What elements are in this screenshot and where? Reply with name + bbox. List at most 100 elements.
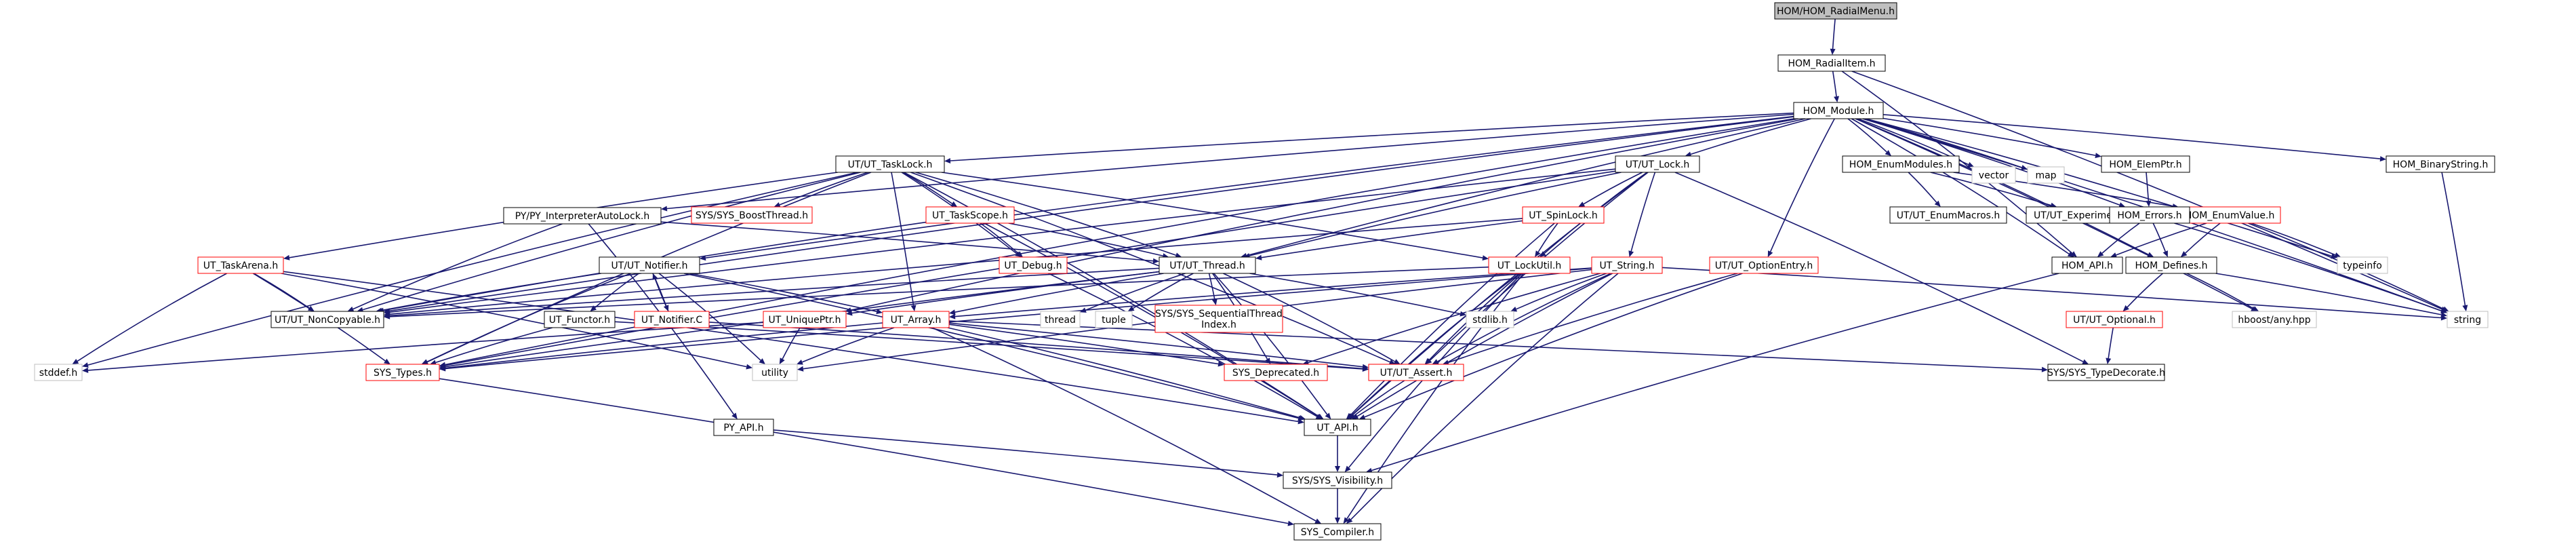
edge-arrowhead xyxy=(1510,307,1518,312)
node-box xyxy=(1224,364,1328,381)
edge-line xyxy=(2174,222,2442,312)
node-defines[interactable]: HOM_Defines.h xyxy=(2125,256,2217,274)
node-lockutil[interactable]: UT_LockUtil.h xyxy=(1488,256,1571,274)
node-taskscope[interactable]: UT_TaskScope.h xyxy=(925,206,1015,224)
edge-thread-to-assert xyxy=(1223,273,1401,364)
edge-tasklock-to-boostthread xyxy=(773,172,868,208)
node-map: map xyxy=(2027,166,2065,184)
edge-arrowhead xyxy=(1315,414,1323,419)
node-label: HOM_Errors.h xyxy=(2117,210,2181,221)
node-label: SYS_Compiler.h xyxy=(1301,527,1374,538)
node-uniqueptr[interactable]: UT_UniquePtr.h xyxy=(763,311,847,328)
node-optional[interactable]: UT/UT_Optional.h xyxy=(2066,311,2163,328)
node-visibility[interactable]: SYS/SYS_Visibility.h xyxy=(1283,471,1392,489)
node-errors[interactable]: HOM_Errors.h xyxy=(2109,206,2190,224)
node-lock[interactable]: UT/UT_Lock.h xyxy=(1615,155,1700,173)
edge-taskarena-to-utapi xyxy=(283,271,1304,425)
node-tasklock[interactable]: UT/UT_TaskLock.h xyxy=(835,155,945,173)
node-pyapi[interactable]: PY_API.h xyxy=(713,419,774,436)
node-deprecated[interactable]: SYS_Deprecated.h xyxy=(1224,364,1328,381)
node-radialitem[interactable]: HOM_RadialItem.h xyxy=(1777,54,1886,72)
node-enummacros[interactable]: UT/UT_EnumMacros.h xyxy=(1889,206,2007,224)
node-debug[interactable]: UT_Debug.h xyxy=(999,256,1068,274)
node-boostthread[interactable]: SYS/SYS_BoostThread.h xyxy=(691,206,813,224)
node-array[interactable]: UT_Array.h xyxy=(882,311,950,328)
node-label: PY_API.h xyxy=(723,423,763,433)
node-noncopyable[interactable]: UT/UT_NonCopyable.h xyxy=(270,311,384,328)
edge-line xyxy=(705,115,1794,258)
edge-line xyxy=(915,172,1176,256)
edge-arrowhead xyxy=(1344,465,1351,472)
node-assert[interactable]: UT/UT_Assert.h xyxy=(1368,364,1464,381)
node-utapi[interactable]: UT_API.h xyxy=(1304,419,1371,436)
node-thread[interactable]: UT/UT_Thread.h xyxy=(1159,256,1256,274)
node-box xyxy=(2232,311,2317,328)
edge-line xyxy=(353,223,563,310)
node-root[interactable]: HOM/HOM_RadialMenu.h xyxy=(1774,2,1897,20)
edge-line xyxy=(658,273,761,361)
node-spinlock[interactable]: UT_SpinLock.h xyxy=(1522,206,1605,224)
edge-arrowhead xyxy=(1424,357,1431,364)
edge-line xyxy=(439,378,1289,524)
edge-line xyxy=(389,267,1160,317)
node-binarystring[interactable]: HOM_BinaryString.h xyxy=(2386,155,2495,173)
edge-line xyxy=(1832,18,1836,50)
edge-arrowhead xyxy=(1343,517,1350,524)
node-label: HOM/HOM_RadialMenu.h xyxy=(1777,6,1895,17)
node-systypes[interactable]: SYS_Types.h xyxy=(365,364,440,381)
edge-arrowhead xyxy=(1578,201,1586,207)
node-string_std: string xyxy=(2447,311,2489,328)
node-functor[interactable]: UT_Functor.h xyxy=(544,311,616,328)
node-compiler[interactable]: SYS_Compiler.h xyxy=(1293,523,1382,541)
node-enummodules[interactable]: HOM_EnumModules.h xyxy=(1842,155,1960,173)
edge-line xyxy=(1908,172,1937,203)
edge-arrowhead xyxy=(2462,305,2468,311)
edge-line xyxy=(1249,172,1622,256)
node-box xyxy=(713,419,774,436)
edge-line xyxy=(782,327,801,360)
node-box xyxy=(1709,256,1819,274)
node-box xyxy=(2178,206,2281,224)
node-notifierc[interactable]: UT_Notifier.C xyxy=(634,311,710,328)
node-box xyxy=(2101,155,2190,173)
node-enumvalue[interactable]: HOM_EnumValue.h xyxy=(2178,206,2281,224)
node-label: stddef.h xyxy=(39,368,77,379)
node-module[interactable]: HOM_Module.h xyxy=(1793,102,1884,119)
edge-arrowhead xyxy=(1967,161,1975,168)
node-string[interactable]: UT_String.h xyxy=(1591,256,1663,274)
edge-defines-to-optional xyxy=(2122,273,2163,311)
edge-line xyxy=(2215,273,2442,315)
node-optionentry[interactable]: UT/UT_OptionEntry.h xyxy=(1709,256,1819,274)
edge-arrowhead xyxy=(1834,96,1839,102)
node-box xyxy=(1368,364,1464,381)
edge-taskarena-to-utility xyxy=(281,273,752,370)
edge-line xyxy=(948,320,2042,370)
node-box xyxy=(2386,155,2495,173)
edge-arrowhead xyxy=(2162,250,2168,257)
edge-line xyxy=(389,218,1523,315)
edge-arrowhead xyxy=(1685,151,1692,157)
node-elemptr[interactable]: HOM_ElemPtr.h xyxy=(2101,155,2190,173)
edge-line xyxy=(1085,273,1186,311)
node-box xyxy=(1889,206,2007,224)
edge-line xyxy=(1662,267,2442,319)
edge-arrowhead xyxy=(1287,520,1294,526)
node-box xyxy=(1615,155,1700,173)
edge-line xyxy=(389,266,1489,317)
edge-arrowhead xyxy=(2118,202,2126,208)
node-taskarena[interactable]: UT_TaskArena.h xyxy=(197,256,284,274)
edge-errors-to-string_std xyxy=(2174,222,2447,314)
node-pyinterp[interactable]: PY/PY_InterpreterAutoLock.h xyxy=(503,207,662,225)
edge-line xyxy=(77,273,227,362)
node-typedecorate[interactable]: SYS/SYS_TypeDecorate.h xyxy=(2047,364,2165,381)
node-label: HOM_API.h xyxy=(2061,260,2113,271)
node-box xyxy=(752,364,798,381)
node-notifier[interactable]: UT/UT_Notifier.h xyxy=(599,256,700,274)
node-label: UT/UT_EnumMacros.h xyxy=(1897,210,2000,221)
edge-line xyxy=(1223,273,1395,362)
edge-arrowhead xyxy=(2252,306,2259,311)
edge-line xyxy=(689,273,877,312)
node-homapi[interactable]: HOM_API.h xyxy=(2051,256,2123,274)
node-box xyxy=(1283,471,1392,489)
